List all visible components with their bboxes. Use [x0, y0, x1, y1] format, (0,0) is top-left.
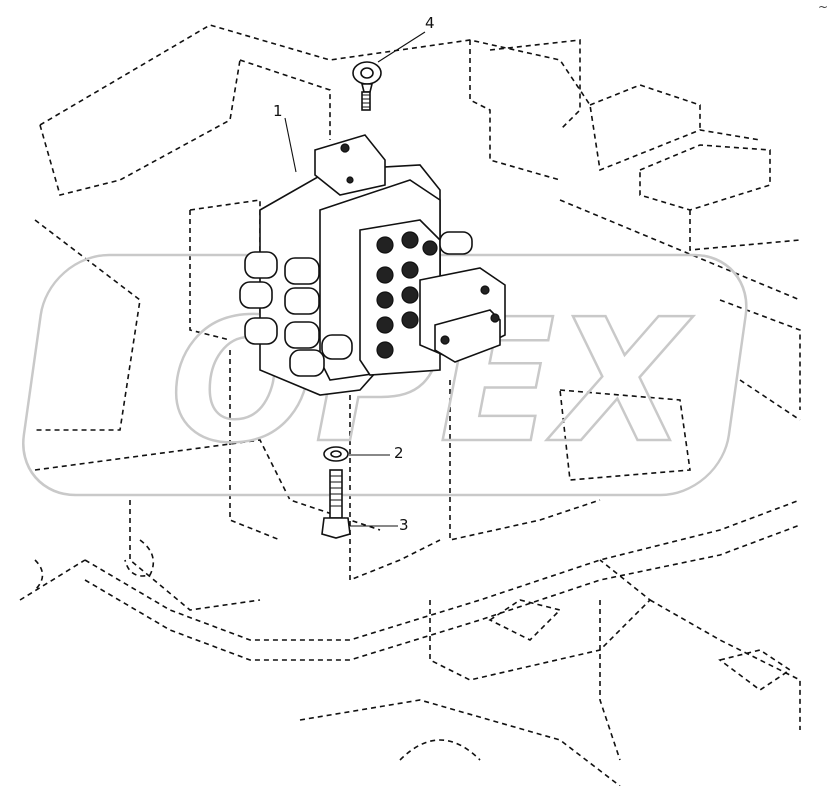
valve-spool-caps [239, 231, 473, 377]
chassis-frame-outline [19, 24, 801, 787]
callout-leaders [284, 31, 426, 527]
callout-1: 1 [273, 102, 283, 120]
bolt [321, 469, 351, 539]
washer [323, 446, 349, 462]
control-valve-assembly [239, 134, 506, 396]
callout-4: 4 [425, 14, 435, 32]
callout-2: 2 [394, 444, 404, 462]
eye-bolt [352, 61, 382, 111]
corner-mark: ~ [817, 0, 828, 14]
callout-3: 3 [399, 516, 409, 534]
valve-ports [376, 231, 438, 359]
